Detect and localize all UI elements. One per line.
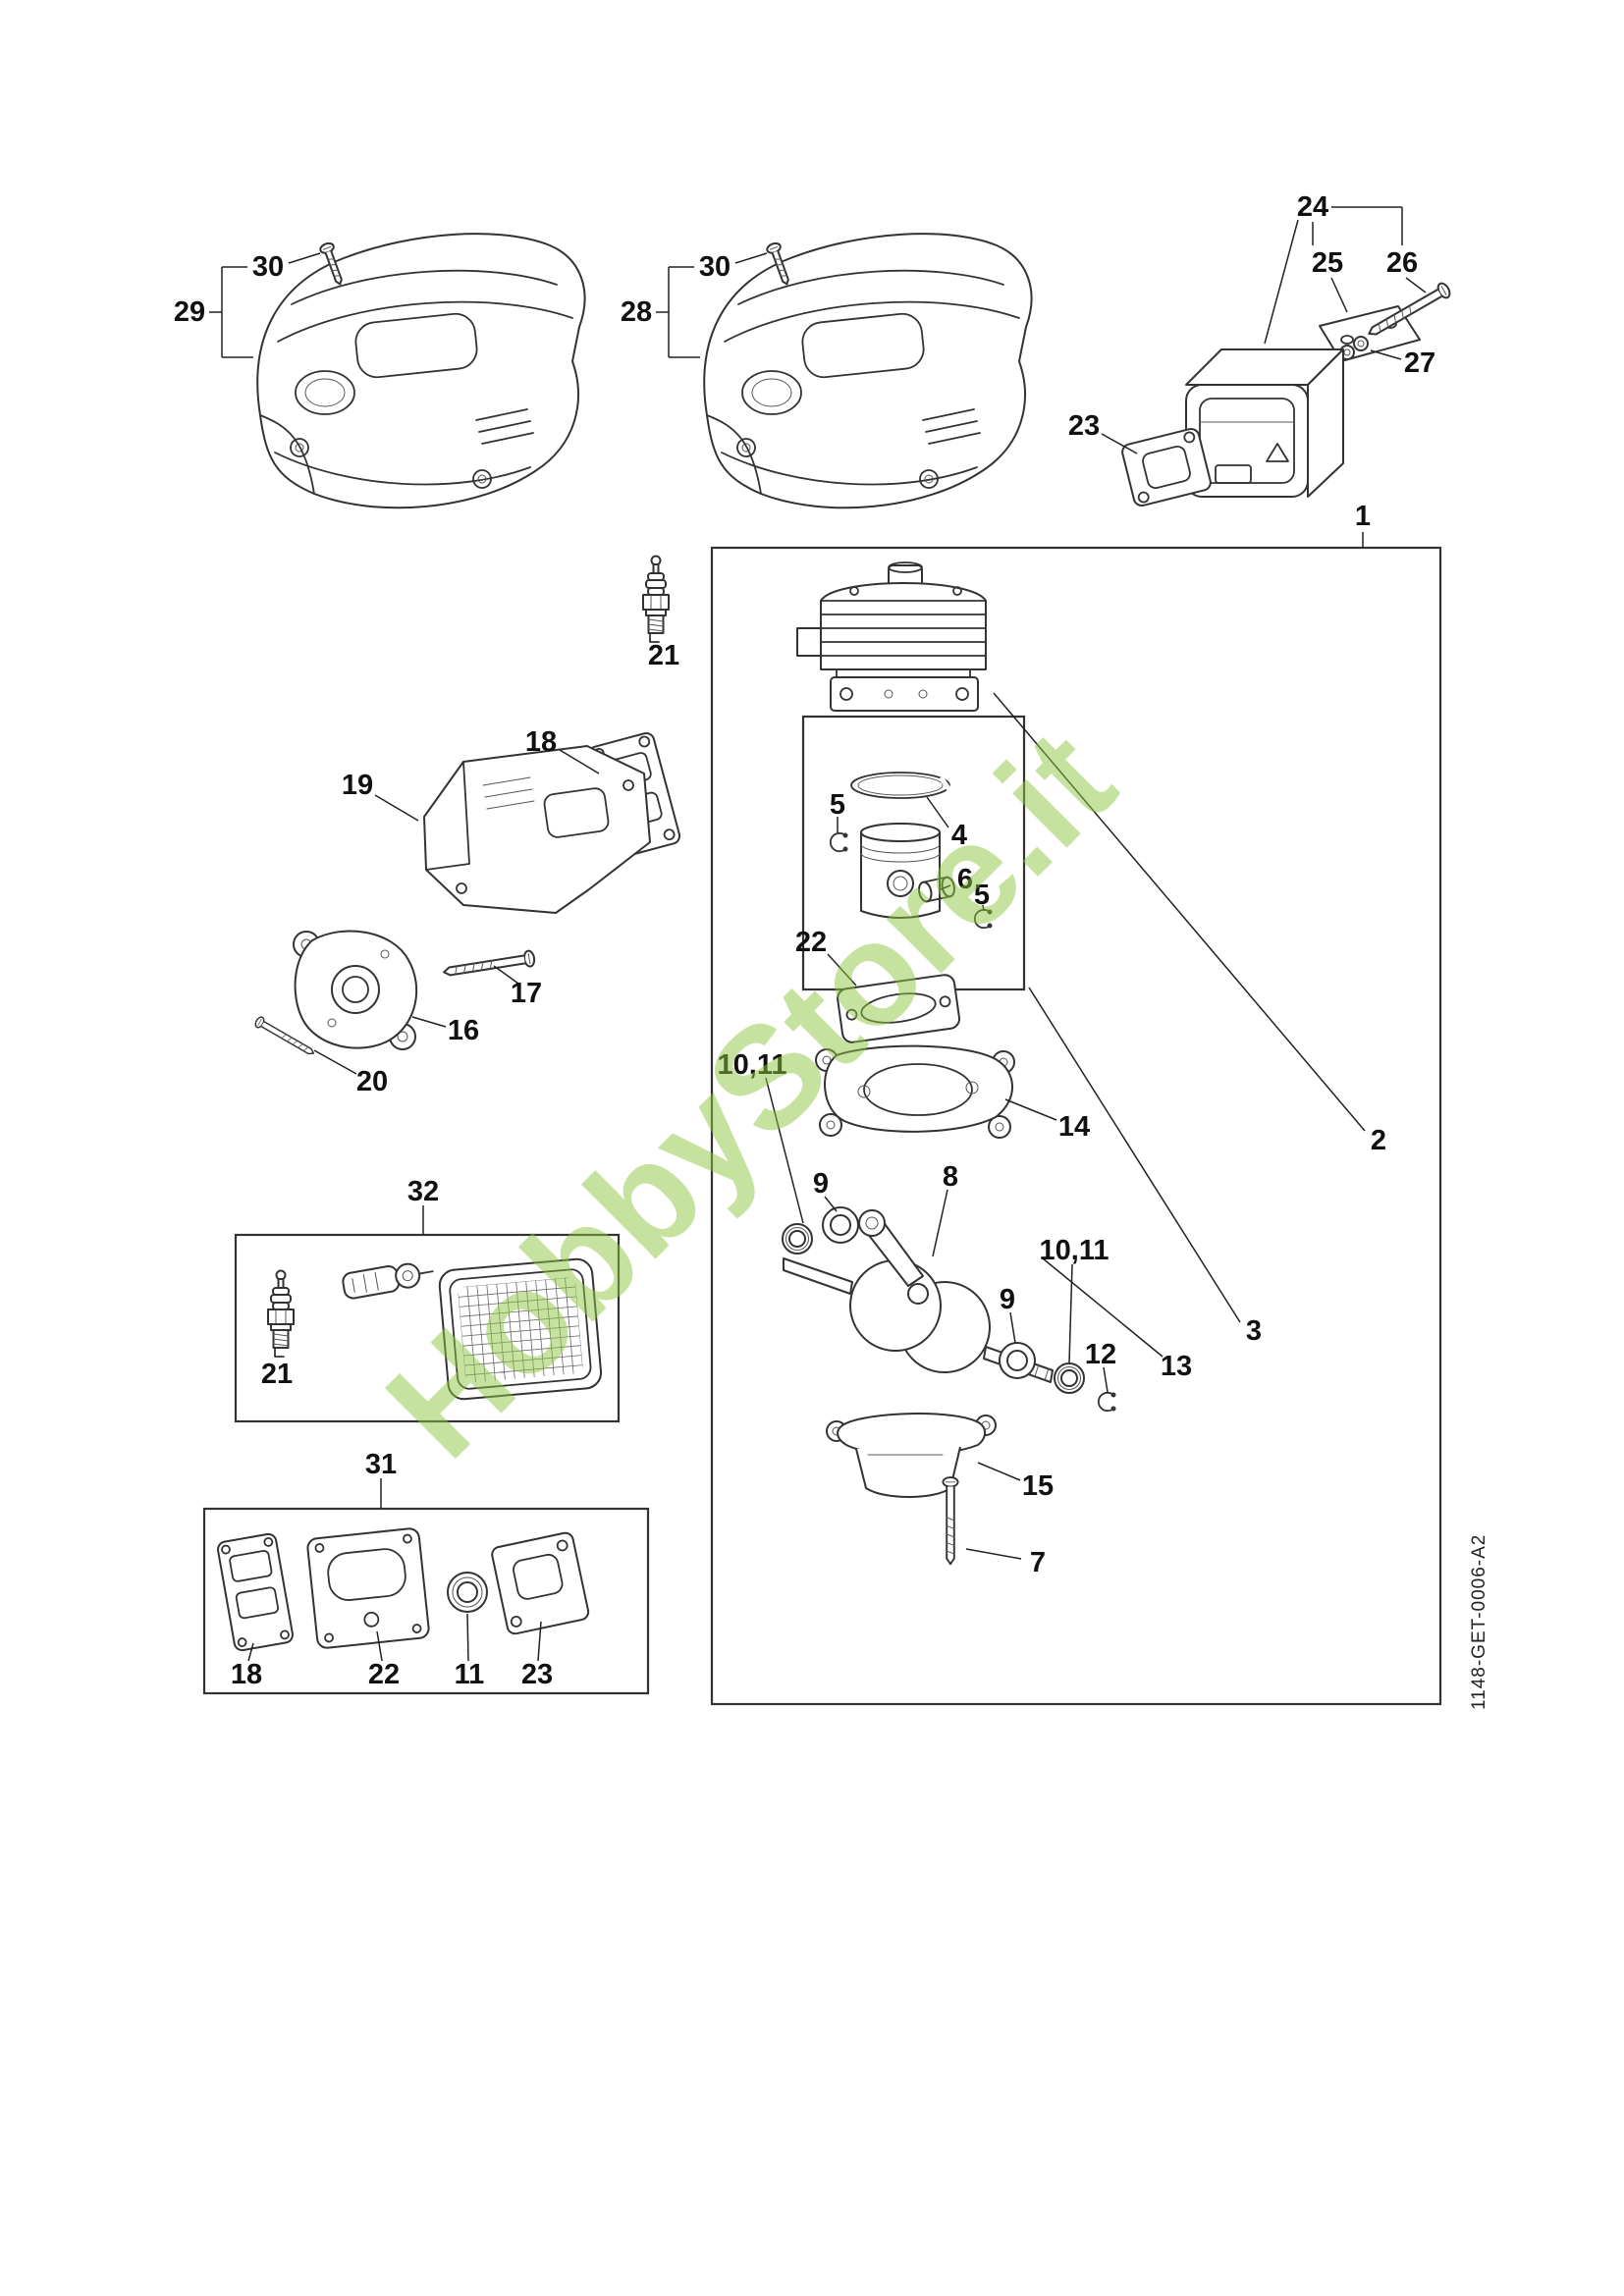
callout-10-11-left: 10,11 (718, 1049, 787, 1081)
callout-25: 25 (1312, 247, 1343, 279)
callout-15: 15 (1022, 1470, 1054, 1502)
seal-10-11-right (1054, 1362, 1085, 1394)
gasket-set-frame-31 (202, 1507, 650, 1695)
gasket-set-31 (216, 1527, 590, 1652)
spark-plug-21-kit (267, 1269, 295, 1358)
air-filter (438, 1257, 603, 1401)
shroud-cover-28 (703, 233, 1033, 509)
bearing-9-left (822, 1206, 859, 1244)
gasket-22-kit (306, 1527, 430, 1649)
seal-10-11-left (782, 1223, 813, 1255)
document-code: 1148-GET-0006-A2 (1469, 1534, 1489, 1710)
callout-8: 8 (943, 1161, 958, 1193)
callout-23-kit: 23 (521, 1659, 553, 1690)
callout-10-11-right: 10,11 (1040, 1235, 1110, 1266)
callout-7: 7 (1030, 1547, 1046, 1578)
callout-2: 2 (1371, 1125, 1386, 1156)
crankshaft-assembly (782, 1206, 1116, 1413)
callout-14: 14 (1058, 1111, 1090, 1143)
flange-16 (293, 930, 418, 1050)
callout-6: 6 (957, 864, 973, 895)
callout-27: 27 (1404, 347, 1435, 379)
muffler-gasket-23 (1121, 427, 1212, 507)
callout-1: 1 (1355, 501, 1371, 532)
callout-32: 32 (407, 1176, 439, 1207)
callout-13: 13 (1161, 1351, 1192, 1382)
assembly-frame-1 (710, 546, 1442, 1706)
gasket-23-kit (491, 1531, 590, 1635)
service-kit-32 (267, 1257, 603, 1401)
oil-seal-11-kit (447, 1572, 488, 1613)
callout-3: 3 (1246, 1315, 1262, 1347)
callout-11-kit: 11 (455, 1659, 485, 1690)
screw-17 (441, 948, 537, 982)
callout-9-right: 9 (1000, 1284, 1015, 1315)
piston-ring-4 (850, 772, 953, 799)
callout-20: 20 (356, 1066, 388, 1097)
leader-lines (209, 206, 1427, 1662)
baffle-plate-19 (423, 745, 651, 914)
callout-28: 28 (621, 296, 652, 328)
callout-18: 18 (525, 726, 557, 758)
muffler-assembly (1121, 280, 1453, 507)
cylinder-drawing (796, 561, 987, 712)
piston-kit (829, 772, 993, 930)
callout-26: 26 (1386, 247, 1418, 279)
callout-24: 24 (1297, 191, 1328, 223)
callout-18-kit: 18 (231, 1659, 262, 1690)
service-kit-frame-32 (234, 1233, 621, 1423)
crankcase-pan-15 (826, 1413, 997, 1498)
crankshaft-8 (783, 1209, 1054, 1383)
spark-plug-21 (642, 555, 670, 643)
clip-12 (1097, 1391, 1116, 1413)
callout-21-kit: 21 (261, 1359, 293, 1390)
cylinder-gasket-22 (837, 974, 961, 1043)
callout-4: 4 (951, 820, 967, 851)
piston-clip-5-left (829, 831, 848, 853)
callout-labels: 30 29 30 28 24 25 26 27 23 1 21 18 19 17… (174, 191, 1435, 1690)
callout-21: 21 (648, 640, 679, 671)
callout-22-kit: 22 (368, 1659, 400, 1690)
callout-31: 31 (365, 1449, 397, 1480)
callout-5-left: 5 (830, 789, 845, 821)
callout-17: 17 (511, 978, 542, 1009)
crankcase-14 (815, 1044, 1015, 1139)
muffler-body-24 (1185, 348, 1344, 498)
callout-22: 22 (795, 927, 827, 958)
bearing-9-right (999, 1342, 1036, 1379)
gasket-18-kit (216, 1532, 295, 1652)
callout-12: 12 (1085, 1339, 1116, 1370)
callout-29: 29 (174, 296, 205, 328)
callout-23-muffler: 23 (1068, 410, 1100, 442)
callout-30-right: 30 (699, 251, 731, 283)
callout-5-right: 5 (974, 880, 990, 911)
callout-30-left: 30 (252, 251, 284, 283)
callout-19: 19 (342, 770, 373, 801)
shroud-cover-29 (256, 233, 586, 509)
callout-16: 16 (448, 1015, 479, 1046)
callout-9-left: 9 (813, 1168, 829, 1200)
fuel-filter (342, 1262, 434, 1300)
